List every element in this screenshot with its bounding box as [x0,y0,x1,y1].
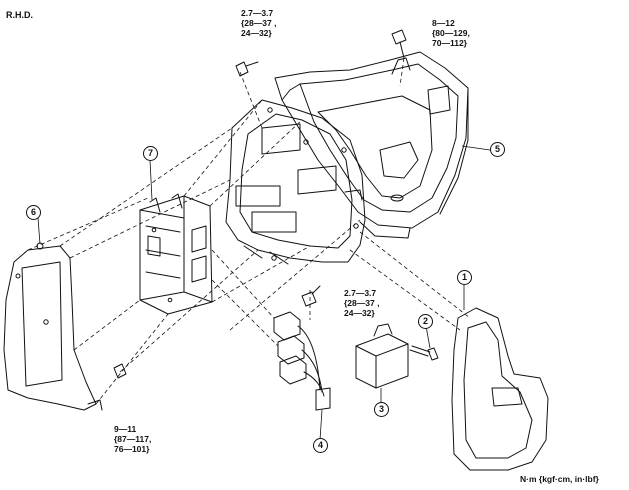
torque-spec-value: 2.7—3.7 [344,288,377,298]
relay [355,323,409,389]
small-bolt [409,345,439,361]
units-label: N·m {kgf·cm, in·lbf} [520,474,599,484]
torque-spec-kgf: {80—129, [432,28,470,38]
left-cover [3,242,103,411]
leader-lines [37,145,491,441]
callout-4: 4 [313,438,328,453]
battery-tray [274,51,469,239]
callout-1: 1 [457,270,472,285]
bolts [113,29,407,379]
torque-spec-center: 2.7—3.7 {28—37 , 24—32} [344,288,379,318]
callout-7: 7 [143,146,158,161]
callout-3: 3 [374,402,389,417]
callout-5: 5 [490,142,505,157]
ecu-bracket [225,99,366,265]
torque-spec-kgf: {28—37 , [241,18,277,28]
torque-spec-lbf: 76—101} [114,444,150,454]
torque-spec-value: 9—11 [114,424,137,434]
wiring-harness [273,311,331,411]
torque-spec-lbf: 24—32} [344,308,375,318]
torque-spec-value: 2.7—3.7 [241,8,274,18]
callout-2: 2 [418,314,433,329]
torque-spec-top-left: 2.7—3.7 {28—37 , 24—32} [241,8,276,38]
torque-spec-lbf: 70—112} [432,38,467,48]
torque-spec-kgf: {28—37 , [344,298,380,308]
torque-spec-value: 8—12 [432,18,455,28]
view-label: R.H.D. [6,10,33,20]
right-cover [451,307,549,471]
callout-6: 6 [26,205,41,220]
torque-spec-kgf: {87—117, [114,434,152,444]
torque-spec-bottom-left: 9—11 {87—117, 76—101} [114,424,151,454]
assembly-lines [27,57,471,405]
ecu-module [139,193,213,315]
torque-spec-top-right: 8—12 {80—129, 70—112} [432,18,470,48]
torque-spec-lbf: 24—32} [241,28,272,38]
